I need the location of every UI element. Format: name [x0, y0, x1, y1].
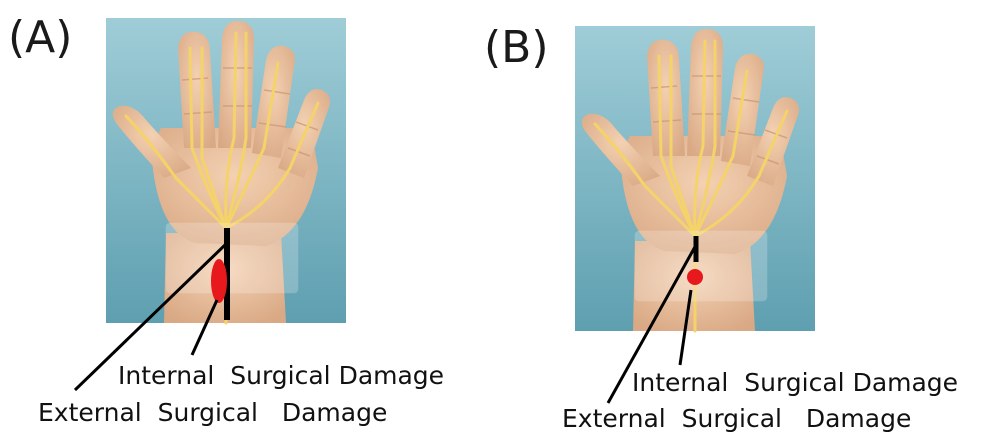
- internal-damage-label-b: Internal Surgical Damage: [632, 370, 958, 395]
- internal-damage-b: [687, 269, 703, 285]
- external-damage-label-b: External Surgical Damage: [562, 406, 911, 431]
- hand-illustration-b: [575, 26, 815, 331]
- external-damage-label-a: External Surgical Damage: [38, 400, 387, 425]
- internal-damage-a: [211, 259, 227, 303]
- internal-damage-label-a: Internal Surgical Damage: [118, 363, 444, 388]
- panel-label-b: (B): [484, 26, 549, 70]
- panel-label-a: (A): [8, 16, 72, 60]
